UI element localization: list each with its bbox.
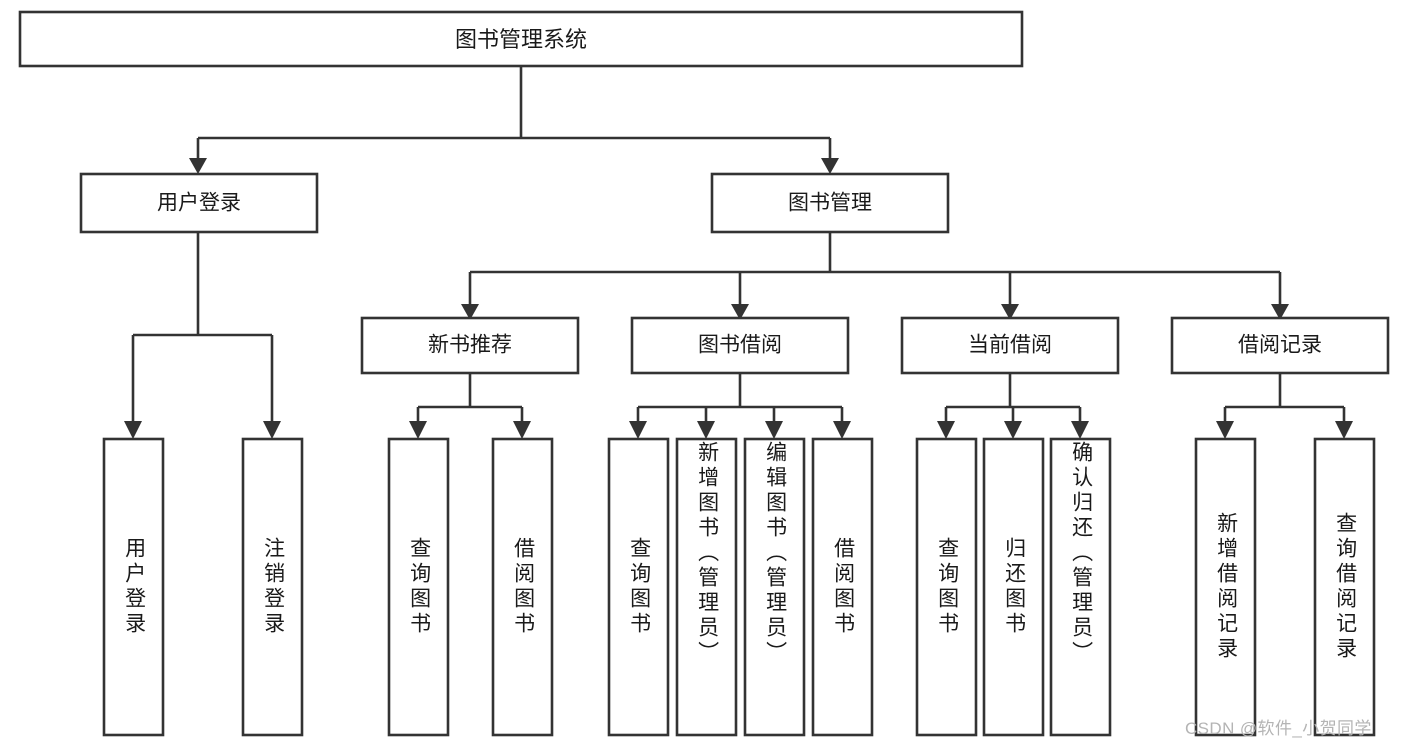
arrow-user-login-leaf-0 [124, 421, 142, 439]
node-box-root[interactable] [18, 10, 1024, 68]
node-box-leaf-query-book-1[interactable] [387, 437, 450, 737]
watermark-text: CSDN @软件_小贺同学 [1185, 719, 1372, 738]
node-box-leaf-query-record[interactable] [1313, 437, 1376, 737]
node-box-new-book-recommend[interactable] [360, 316, 580, 375]
node-box-leaf-confirm-return[interactable] [1049, 437, 1112, 737]
connector-layer [124, 66, 1353, 439]
arrow-book-borrow-leaf-3 [833, 421, 851, 439]
node-box-leaf-borrow-book-2[interactable] [811, 437, 874, 737]
node-box-current-borrow[interactable] [900, 316, 1120, 375]
arrow-new-book-leaf-1 [513, 421, 531, 439]
node-label-root: 图书管理系统 [455, 27, 587, 52]
arrow-to-current-borrow [1001, 304, 1019, 320]
arrow-to-book-borrow [731, 304, 749, 320]
arrow-user-login-leaf-1 [263, 421, 281, 439]
node-label-new-book-recommend: 新书推荐 [428, 334, 512, 357]
arrow-to-borrow-record [1271, 304, 1289, 320]
arrow-book-borrow-leaf-2 [765, 421, 783, 439]
node-label-user-login: 用户登录 [157, 192, 241, 215]
node-box-leaf-query-book-3[interactable] [915, 437, 978, 737]
node-box-leaf-add-record[interactable] [1194, 437, 1257, 737]
node-box-leaf-edit-book[interactable] [743, 437, 806, 737]
node-box-book-borrow[interactable] [630, 316, 850, 375]
node-box-leaf-query-book-2[interactable] [607, 437, 670, 737]
node-box-book-manage[interactable] [710, 172, 950, 234]
node-box-leaf-add-book[interactable] [675, 437, 738, 737]
arrow-borrow-record-leaf-1 [1335, 421, 1353, 439]
arrow-book-borrow-leaf-1 [697, 421, 715, 439]
node-box-leaf-user-logout[interactable] [241, 437, 304, 737]
node-box-leaf-user-login[interactable] [102, 437, 165, 737]
node-box-leaf-return-book[interactable] [982, 437, 1045, 737]
arrow-book-borrow-leaf-0 [629, 421, 647, 439]
node-label-book-borrow: 图书借阅 [698, 334, 782, 357]
arrow-current-borrow-leaf-0 [937, 421, 955, 439]
arrow-to-book-manage [821, 158, 839, 174]
node-box-user-login[interactable] [79, 172, 319, 234]
node-label-borrow-record: 借阅记录 [1238, 334, 1322, 357]
node-label-book-manage: 图书管理 [788, 192, 872, 215]
arrow-borrow-record-leaf-0 [1216, 421, 1234, 439]
arrow-current-borrow-leaf-1 [1004, 421, 1022, 439]
node-label-current-borrow: 当前借阅 [968, 334, 1052, 357]
arrow-current-borrow-leaf-2 [1071, 421, 1089, 439]
node-layer: 图书管理系统 用户登录 图书管理 新书推荐 图书借阅 当前借阅 借阅记录 [18, 10, 1390, 737]
node-box-leaf-borrow-book-1[interactable] [491, 437, 554, 737]
node-box-borrow-record[interactable] [1170, 316, 1390, 375]
arrow-to-user-login [189, 158, 207, 174]
arrow-to-new-book [461, 304, 479, 320]
arrow-new-book-leaf-0 [409, 421, 427, 439]
